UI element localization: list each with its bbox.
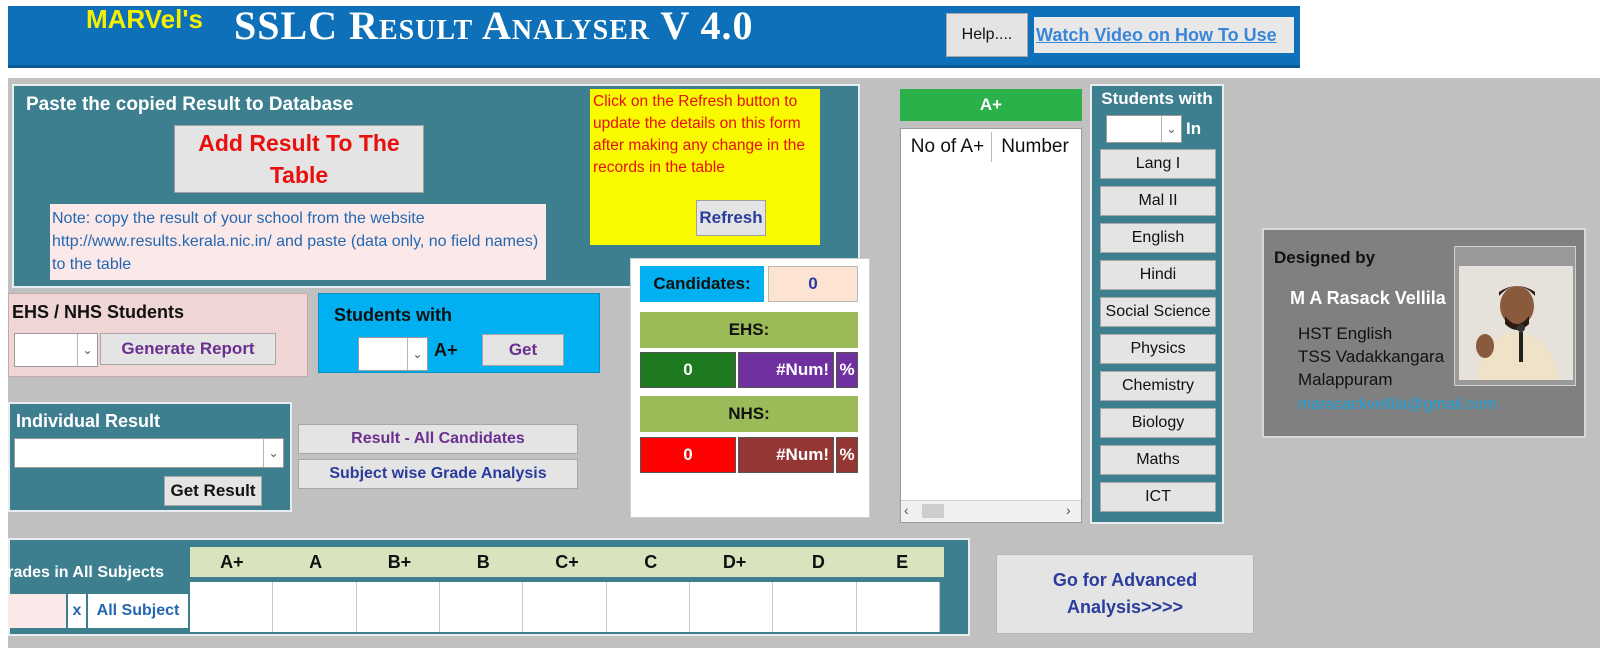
grades-panel-title: Grades in All Subjects	[8, 564, 164, 581]
designer-role-3: Malappuram	[1298, 370, 1393, 389]
get-result-button[interactable]: Get Result	[164, 476, 262, 506]
subject-button-chemistry[interactable]: Chemistry	[1100, 371, 1216, 401]
generate-report-button[interactable]: Generate Report	[100, 333, 276, 365]
nhs-percent: #Num!	[738, 437, 834, 473]
scroll-thumb[interactable]	[922, 504, 944, 518]
grade-cell	[273, 582, 357, 632]
subject-button-ict[interactable]: ICT	[1100, 482, 1216, 512]
grades-header-row: A+ A B+ B C+ C D+ D E	[190, 547, 944, 577]
advanced-analysis-button[interactable]: Go for Advanced Analysis>>>>	[996, 554, 1254, 634]
aplus-list-columns: No of A+ Number	[904, 132, 1078, 162]
ehs-header: EHS:	[640, 312, 858, 348]
subject-button-social-science[interactable]: Social Science	[1100, 297, 1216, 327]
aplus-listbox[interactable]	[900, 128, 1082, 523]
grade-header: A	[309, 551, 323, 572]
subject-button-hindi[interactable]: Hindi	[1100, 260, 1216, 290]
aplus-suffix: A+	[434, 340, 458, 360]
scroll-right-icon[interactable]: ›	[1066, 502, 1071, 518]
students-with-title: Students with	[334, 305, 452, 325]
grades-all-subject-label: All Subject	[88, 594, 188, 628]
person-icon	[1459, 266, 1573, 380]
nhs-header: NHS:	[640, 396, 858, 432]
grade-header: B+	[387, 551, 412, 572]
grades-count-input[interactable]	[8, 594, 66, 628]
designer-role-1: HST English	[1298, 324, 1393, 343]
student-select[interactable]: ⌄	[14, 438, 284, 468]
subject-button-mal-ii[interactable]: Mal II	[1100, 186, 1216, 216]
candidates-label: Candidates:	[640, 266, 764, 302]
add-result-button[interactable]: Add Result To The Table	[174, 125, 424, 193]
grade-header: D	[811, 551, 825, 572]
grade-cell	[857, 582, 940, 632]
subject-button-biology[interactable]: Biology	[1100, 408, 1216, 438]
grade-cell	[190, 582, 274, 632]
all-candidates-button[interactable]: Result - All Candidates	[298, 424, 578, 454]
ehs-nhs-select[interactable]: ⌄	[14, 333, 98, 367]
nhs-count: 0	[640, 437, 736, 473]
grades-value-row	[190, 582, 940, 632]
grade-cell	[440, 582, 524, 632]
ehs-count: 0	[640, 352, 736, 388]
ehs-nhs-title: EHS / NHS Students	[12, 302, 185, 322]
grades-x-label: x	[68, 594, 86, 628]
grade-header: B	[476, 551, 490, 572]
ehs-percent: #Num!	[738, 352, 834, 388]
chevron-down-icon[interactable]: ⌄	[1161, 116, 1181, 142]
grade-header: A+	[220, 551, 244, 572]
grade-cell	[607, 582, 690, 632]
aplus-count-select[interactable]: ⌄	[358, 337, 428, 371]
help-button[interactable]: Help....	[946, 13, 1028, 57]
candidates-value: 0	[768, 266, 858, 302]
designer-role-2: TSS Vadakkangara	[1298, 347, 1445, 366]
grade-header: C	[644, 551, 658, 572]
designer-photo	[1459, 266, 1573, 380]
designer-name: M A Rasack Vellila	[1290, 288, 1446, 308]
subject-filter-title: Students with	[1101, 89, 1213, 108]
designed-by-label: Designed by	[1274, 248, 1376, 267]
scroll-left-icon[interactable]: ‹	[904, 502, 909, 518]
subject-button-maths[interactable]: Maths	[1100, 445, 1216, 475]
nhs-percent-sign: %	[836, 437, 858, 473]
grade-cell	[357, 582, 440, 632]
subject-button-lang-i[interactable]: Lang I	[1100, 149, 1216, 179]
grade-select[interactable]: ⌄	[1106, 115, 1182, 143]
grade-header: D+	[722, 551, 747, 572]
column-no-of-aplus: No of A+	[904, 132, 992, 162]
get-button[interactable]: Get	[482, 334, 564, 366]
designer-email: marasackvellila@gmail.com	[1298, 396, 1497, 413]
ehs-percent-sign: %	[836, 352, 858, 388]
refresh-button[interactable]: Refresh	[696, 200, 766, 236]
column-number: Number	[1001, 136, 1069, 157]
horizontal-scrollbar[interactable]	[901, 500, 1081, 522]
paste-note: Note: copy the result of your school fro…	[50, 204, 546, 280]
grade-cell	[523, 582, 607, 632]
grade-header: C+	[555, 551, 579, 572]
brand-label: MARVel's	[86, 4, 203, 34]
subject-button-english[interactable]: English	[1100, 223, 1216, 253]
chevron-down-icon[interactable]: ⌄	[77, 334, 97, 366]
individual-result-title: Individual Result	[16, 411, 161, 431]
chevron-down-icon[interactable]: ⌄	[263, 439, 283, 467]
in-label: In	[1186, 119, 1202, 138]
grade-header: E	[896, 551, 909, 572]
grade-cell	[773, 582, 857, 632]
grade-cell	[690, 582, 774, 632]
subject-wise-analysis-button[interactable]: Subject wise Grade Analysis	[298, 459, 578, 489]
video-link[interactable]: Watch Video on How To Use	[1034, 17, 1294, 53]
aplus-list-header: A+	[900, 89, 1082, 121]
app-title: SSLC Result Analyser V 4.0	[234, 3, 754, 48]
paste-panel-title: Paste the copied Result to Database	[26, 94, 354, 115]
chevron-down-icon[interactable]: ⌄	[407, 338, 427, 370]
subject-button-physics[interactable]: Physics	[1100, 334, 1216, 364]
designer-details: HST English TSS Vadakkangara Malappuram	[1298, 322, 1444, 391]
